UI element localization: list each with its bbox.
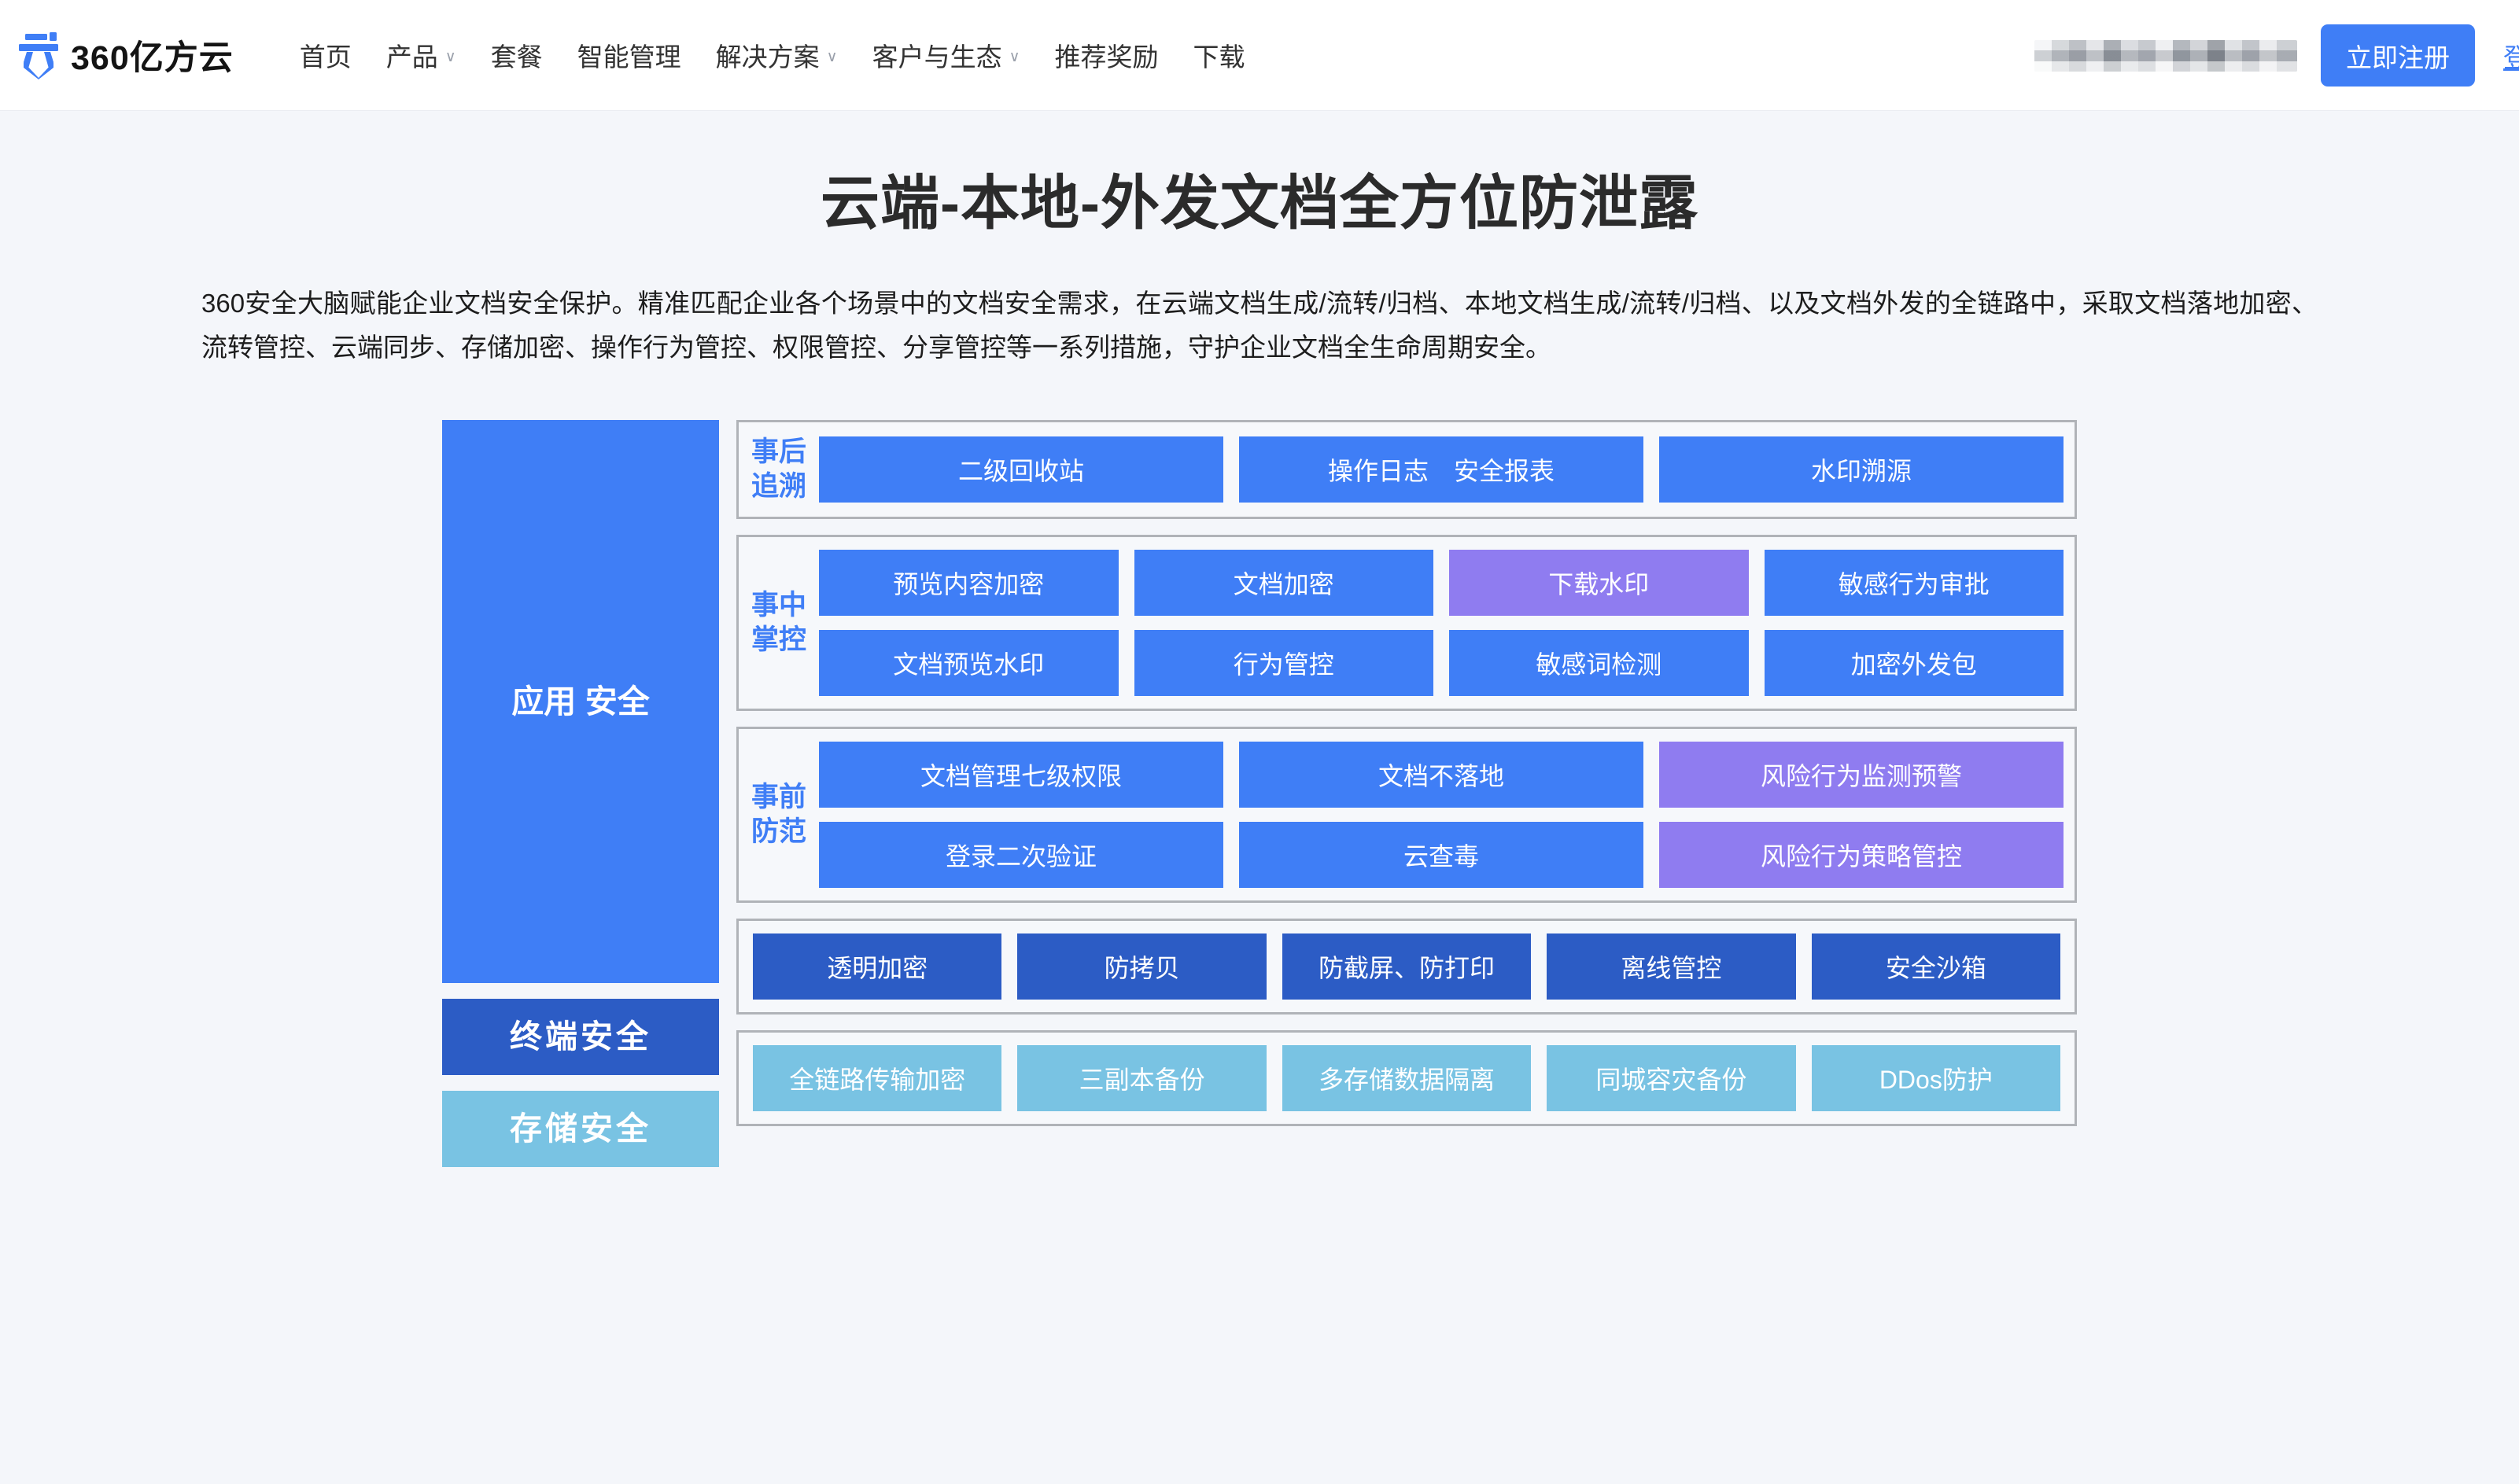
yifangyun-logo-icon [17,31,60,79]
capability-cell[interactable]: 风险行为策略管控 [1659,821,2064,888]
capability-cell[interactable]: 同城容灾备份 [1547,1044,1796,1111]
nav-item-label: 智能管理 [577,42,681,72]
capability-cell[interactable]: 防拷贝 [1017,933,1267,1000]
layer-label-storage-security: 存储安全 [442,1091,719,1168]
capability-cell[interactable]: 行为管控 [1134,629,1433,696]
layer-label-column: 应用 安全 终端安全 存储安全 [442,420,719,1168]
login-link[interactable]: 登录 [2503,42,2519,72]
capability-cell[interactable]: 二级回收站 [819,436,1223,503]
header-actions: 立即注册 登录 [2034,0,2519,111]
nav-item-products[interactable]: 产品 ∨ [369,36,474,74]
capability-cell[interactable]: 文档加密 [1134,549,1433,616]
capability-cell[interactable]: 风险行为监测预警 [1659,741,2064,808]
nav-item-label: 下载 [1193,42,1245,72]
capability-cell[interactable]: 文档预览水印 [819,629,1119,696]
register-button[interactable]: 立即注册 [2321,24,2475,87]
group-in-process-control: 事中 掌控 预览内容加密 文档加密 下载水印 敏感行为审批 文档预览水印 行为管… [736,534,2077,711]
capability-cell[interactable]: 防截屏、防打印 [1282,933,1532,1000]
brand-name: 360亿方云 [71,39,234,77]
group-body: 预览内容加密 文档加密 下载水印 敏感行为审批 文档预览水印 行为管控 敏感词检… [819,549,2064,696]
nav-item-label: 推荐奖励 [1054,42,1159,72]
page-description: 360安全大脑赋能企业文档安全保护。精准匹配企业各个场景中的文档安全需求，在云端… [201,289,2318,363]
nav-item-label: 解决方案 [715,42,820,72]
layer-label-terminal-security: 终端安全 [442,999,719,1076]
nav-item-plans[interactable]: 套餐 [474,36,560,74]
capability-cell[interactable]: 透明加密 [753,933,1002,1000]
group-pre-incident-prevention: 事前 防范 文档管理七级权限 文档不落地 风险行为监测预警 登录二次验证 云查毒… [736,726,2077,903]
cell-row: 文档预览水印 行为管控 敏感词检测 加密外发包 [819,629,2064,696]
site-header: 360亿方云 首页 产品 ∨ 套餐 智能管理 解决方案 ∨ 客户与生态 ∨ 推荐… [0,0,2519,111]
nav-item-label: 首页 [299,42,352,72]
capability-cell[interactable]: 多存储数据隔离 [1282,1044,1532,1111]
group-body: 二级回收站 操作日志 安全报表 水印溯源 [819,436,2064,503]
capability-cell[interactable]: 登录二次验证 [819,821,1223,888]
capability-cell[interactable]: 预览内容加密 [819,549,1119,616]
nav-item-download[interactable]: 下载 [1176,36,1263,74]
group-title: 事后 追溯 [751,436,806,502]
security-architecture-diagram: 应用 安全 终端安全 存储安全 事后 追溯 二级回收站 操作日志 安全报表 水印… [442,420,2077,1168]
redacted-contact-info [2034,39,2297,72]
nav-item-label: 客户与生态 [872,42,1002,72]
group-post-incident-traceability: 事后 追溯 二级回收站 操作日志 安全报表 水印溯源 [736,420,2077,519]
capability-cell[interactable]: DDos防护 [1811,1044,2061,1111]
capability-cell[interactable]: 离线管控 [1547,933,1796,1000]
cell-row: 预览内容加密 文档加密 下载水印 敏感行为审批 [819,549,2064,616]
capability-group-column: 事后 追溯 二级回收站 操作日志 安全报表 水印溯源 事中 掌控 预览内容加密 … [736,420,2077,1167]
group-terminal-security-items: 透明加密 防拷贝 防截屏、防打印 离线管控 安全沙箱 [736,918,2077,1014]
group-title: 事中 掌控 [751,589,806,655]
capability-cell[interactable]: 加密外发包 [1764,629,2064,696]
nav-item-label: 套餐 [490,42,543,72]
nav-item-solutions[interactable]: 解决方案 ∨ [699,36,855,74]
group-title: 事前 防范 [751,781,806,847]
capability-cell[interactable]: 云查毒 [1239,821,1643,888]
nav-item-home[interactable]: 首页 [282,36,369,74]
nav-item-label: 产品 [385,42,438,72]
chevron-down-icon: ∨ [1009,48,1020,65]
cell-row: 登录二次验证 云查毒 风险行为策略管控 [819,821,2064,888]
capability-cell[interactable]: 安全沙箱 [1811,933,2061,1000]
brand-logo[interactable]: 360亿方云 [17,31,234,79]
nav-item-customers-ecosystem[interactable]: 客户与生态 ∨ [855,36,1038,74]
capability-cell[interactable]: 文档管理七级权限 [819,741,1223,808]
capability-cell[interactable]: 敏感词检测 [1449,629,1749,696]
group-body: 文档管理七级权限 文档不落地 风险行为监测预警 登录二次验证 云查毒 风险行为策… [819,741,2064,888]
main-nav: 首页 产品 ∨ 套餐 智能管理 解决方案 ∨ 客户与生态 ∨ 推荐奖励 下载 [282,36,1263,74]
cell-row: 二级回收站 操作日志 安全报表 水印溯源 [819,436,2064,503]
group-body: 全链路传输加密 三副本备份 多存储数据隔离 同城容灾备份 DDos防护 [753,1044,2061,1111]
capability-cell[interactable]: 操作日志 安全报表 [1239,436,1643,503]
nav-item-referral-rewards[interactable]: 推荐奖励 [1038,36,1176,74]
group-storage-security-items: 全链路传输加密 三副本备份 多存储数据隔离 同城容灾备份 DDos防护 [736,1029,2077,1126]
capability-cell[interactable]: 三副本备份 [1017,1044,1267,1111]
capability-cell[interactable]: 敏感行为审批 [1764,549,2064,616]
page-title: 云端-本地-外发文档全方位防泄露 [821,170,1698,236]
cell-row: 透明加密 防拷贝 防截屏、防打印 离线管控 安全沙箱 [753,933,2061,1000]
hero-section: 云端-本地-外发文档全方位防泄露 360安全大脑赋能企业文档安全保护。精准匹配企… [0,111,2519,370]
capability-cell[interactable]: 下载水印 [1449,549,1749,616]
chevron-down-icon: ∨ [444,48,456,65]
layer-label-application-security: 应用 安全 [442,420,719,984]
capability-cell[interactable]: 全链路传输加密 [753,1044,1002,1111]
nav-item-smart-management[interactable]: 智能管理 [560,36,699,74]
capability-cell[interactable]: 文档不落地 [1239,741,1643,808]
cell-row: 全链路传输加密 三副本备份 多存储数据隔离 同城容灾备份 DDos防护 [753,1044,2061,1111]
capability-cell[interactable]: 水印溯源 [1659,436,2064,503]
group-body: 透明加密 防拷贝 防截屏、防打印 离线管控 安全沙箱 [753,933,2061,1000]
cell-row: 文档管理七级权限 文档不落地 风险行为监测预警 [819,741,2064,808]
chevron-down-icon: ∨ [826,48,838,65]
